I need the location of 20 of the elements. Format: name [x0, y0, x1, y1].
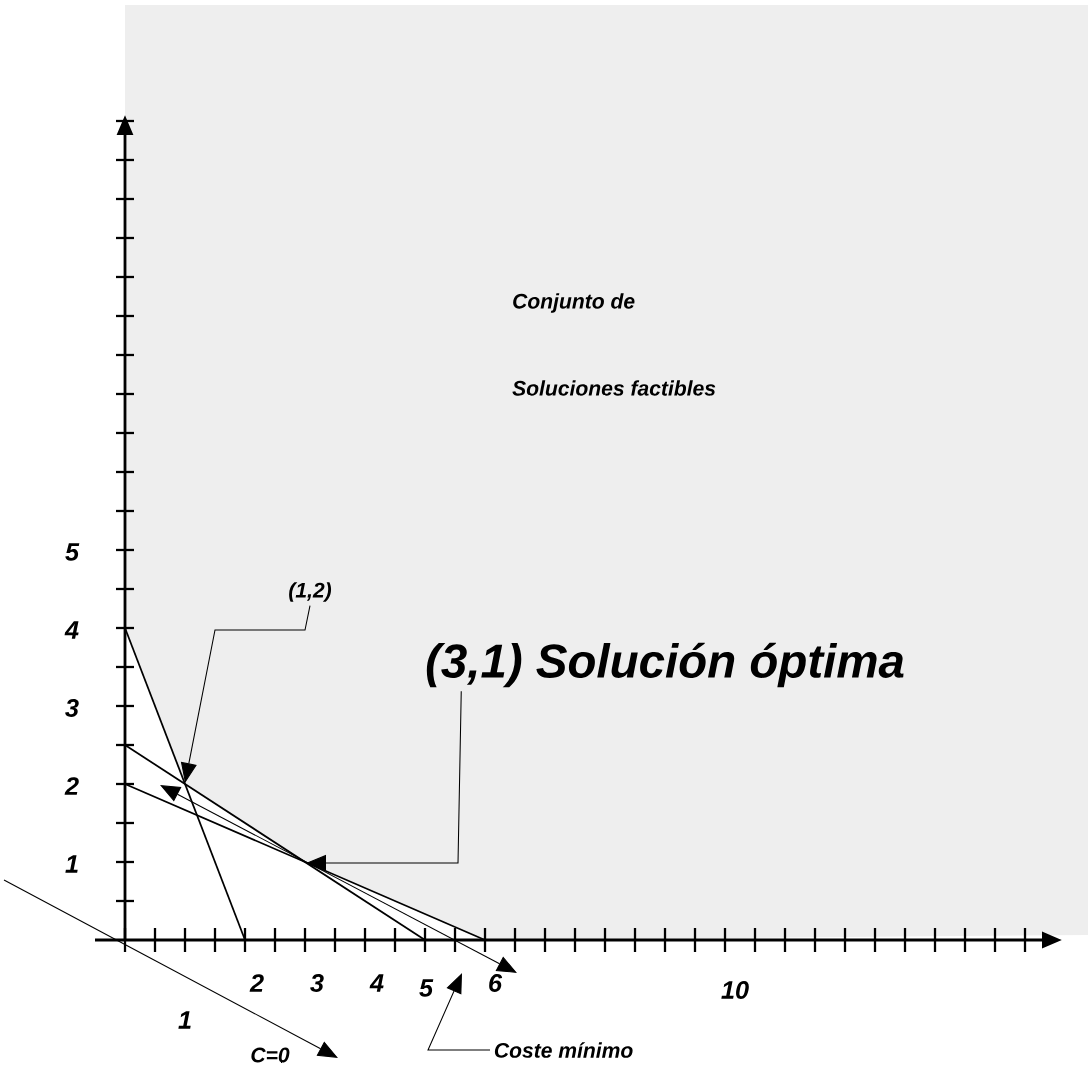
- callout-label: Coste mínimo: [494, 1042, 633, 1058]
- axis-tick-label: 2: [64, 777, 79, 795]
- axis-tick-label: 5: [65, 543, 80, 561]
- axis-tick-label: 2: [249, 974, 264, 992]
- leader-line: [427, 973, 491, 1051]
- region-label: Soluciones factibles: [512, 380, 716, 396]
- axis-tick-label: 4: [64, 621, 79, 639]
- point-label: (3,1) Solución óptima: [426, 642, 904, 688]
- line-label: C=0: [251, 1047, 290, 1063]
- axis-tick-label: 3: [65, 699, 79, 717]
- axis-tick-label: 10: [721, 981, 749, 999]
- axis-tick-label: 6: [489, 974, 503, 992]
- axis-tick-label: 1: [65, 855, 78, 873]
- axis-tick-label: 4: [369, 974, 384, 992]
- axis-tick-label: 5: [419, 979, 434, 997]
- leader-line: [306, 690, 462, 872]
- point-label: (1,2): [289, 582, 332, 602]
- axis-tick-label: 3: [310, 974, 324, 992]
- region-label: Conjunto de: [513, 293, 635, 313]
- axis-tick-label: 1: [178, 1011, 191, 1029]
